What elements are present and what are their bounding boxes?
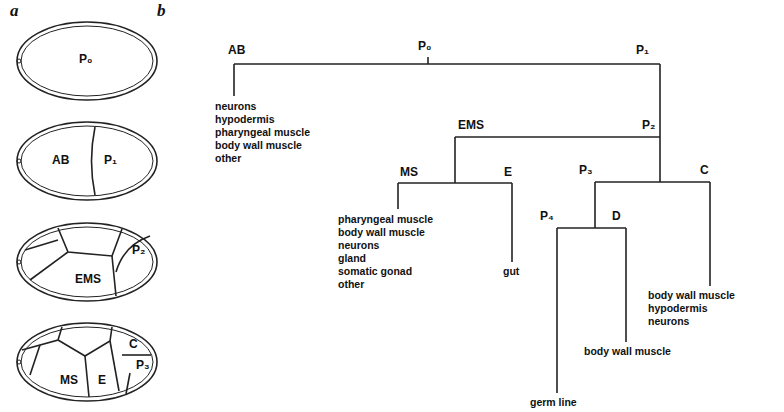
fate-item: neurons — [648, 316, 689, 328]
cell-name: P₁ — [104, 154, 117, 167]
lineage-name: P₁ — [636, 44, 649, 57]
fate-item: body wall muscle — [338, 227, 425, 239]
fate-item: other — [215, 153, 241, 165]
lineage-name: EMS — [458, 119, 484, 132]
panel-letter: b — [157, 2, 166, 21]
cell-name: E — [98, 374, 106, 387]
lineage-name: MS — [400, 166, 418, 179]
fate-item: germ line — [530, 397, 577, 409]
cell-name: EMS — [75, 273, 101, 286]
fate-item: pharyngeal muscle — [338, 214, 433, 226]
fate-item: neurons — [215, 101, 256, 113]
fate-item: hypodermis — [215, 114, 275, 126]
fate-item: pharyngeal muscle — [215, 127, 310, 139]
fate-item: body wall muscle — [648, 290, 735, 302]
lineage-name: P₂ — [642, 119, 655, 132]
lineage-name: P₀ — [418, 40, 431, 53]
lineage-name: D — [612, 210, 621, 223]
lineage-name: E — [504, 166, 512, 179]
cell-name: P₀ — [79, 53, 92, 66]
fate-item: somatic gonad — [338, 266, 412, 278]
cell-name: C — [129, 338, 138, 351]
lineage-name: P₄ — [540, 210, 554, 223]
cell-name: P₂ — [132, 244, 145, 257]
fate-item: neurons — [338, 240, 379, 252]
fate-item: gland — [338, 253, 366, 265]
fate-item: body wall muscle — [584, 346, 671, 358]
fate-item: body wall muscle — [215, 140, 302, 152]
lineage-name: AB — [228, 44, 245, 57]
fate-item: gut — [503, 266, 519, 278]
lineage-name: P₃ — [579, 164, 593, 177]
cell-name: MS — [60, 374, 78, 387]
cell-name: AB — [52, 154, 69, 167]
fate-item: hypodermis — [648, 303, 708, 315]
lineage-name: C — [700, 164, 709, 177]
cell-name: P₃ — [136, 359, 150, 372]
panel-letter: a — [10, 2, 19, 21]
fate-item: other — [338, 279, 364, 291]
